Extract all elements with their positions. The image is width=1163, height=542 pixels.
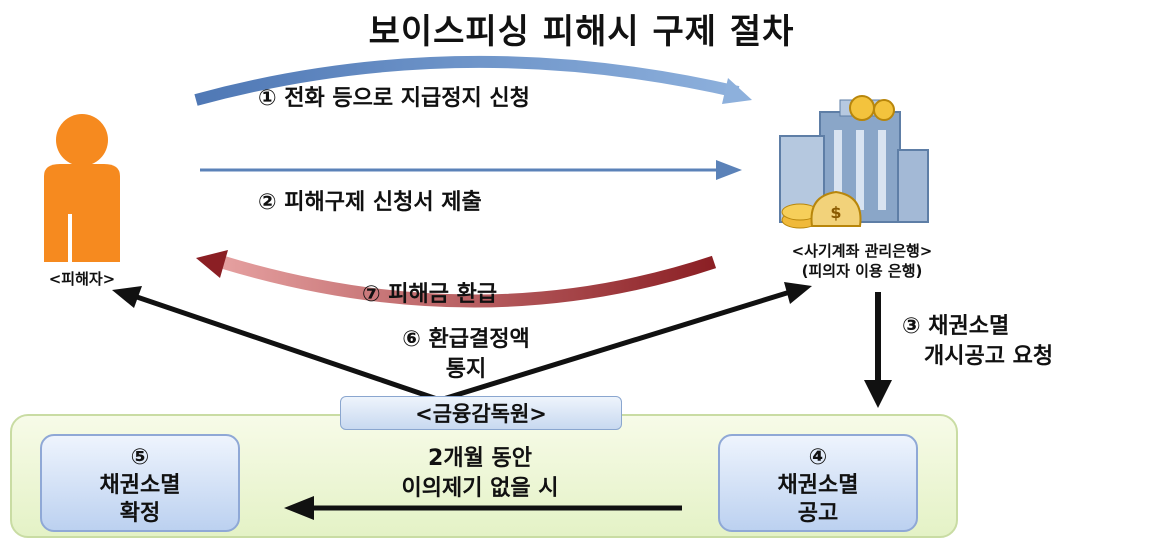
arrow-step2-head	[716, 160, 742, 180]
arrow-step7-head	[196, 250, 228, 278]
step4-number: ④	[808, 445, 828, 470]
arrow-step6-right-head	[784, 282, 812, 304]
step6-line1: ⑥ 환급결정액	[402, 327, 530, 352]
arrow-step1-head	[722, 78, 752, 104]
step6-label: ⑥ 환급결정액 통지	[356, 325, 576, 385]
arrow-step3-head	[864, 380, 892, 408]
victim-label: <피해자>	[48, 270, 116, 288]
arrow-step6-left	[133, 293, 441, 403]
arrow-step6-right	[439, 289, 791, 403]
bank-building-icon: $	[779, 95, 929, 229]
step5-line2: 확정	[119, 501, 161, 526]
step5-line1: 채권소멸	[99, 473, 181, 498]
svg-text:$: $	[830, 203, 841, 222]
fss-label: <금융감독원>	[340, 396, 622, 430]
step3-line1: ③ 채권소멸	[902, 314, 1010, 339]
condition-line1: 2개월 동안	[428, 446, 532, 471]
page-title: 보이스피싱 피해시 구제 절차	[368, 12, 795, 52]
step6-line2: 통지	[445, 357, 487, 382]
step3-label: ③ 채권소멸 개시공고 요청	[902, 312, 1053, 372]
step5-number: ⑤	[130, 445, 150, 470]
condition-line2: 이의제기 없을 시	[401, 476, 559, 501]
step4-line2: 공고	[797, 501, 839, 526]
step1-label: ① 전화 등으로 지급정지 신청	[258, 86, 530, 111]
arrow-step1	[194, 55, 740, 106]
step5-box: ⑤ 채권소멸 확정	[40, 434, 240, 532]
arrow-step7	[220, 255, 717, 308]
bank-label-line1: <사기계좌 관리은행>	[791, 242, 933, 260]
condition-label: 2개월 동안 이의제기 없을 시	[330, 444, 630, 504]
step4-box: ④ 채권소멸 공고	[718, 434, 918, 532]
step7-label: ⑦ 피해금 환급	[362, 282, 498, 307]
step3-line2: 개시공고 요청	[924, 344, 1054, 369]
person-icon	[44, 114, 120, 262]
step2-label: ② 피해구제 신청서 제출	[258, 190, 482, 215]
bank-label-line2: (피의자 이용 은행)	[801, 262, 923, 280]
arrow-step6-left-head	[112, 286, 142, 308]
step4-line1: 채권소멸	[777, 473, 859, 498]
